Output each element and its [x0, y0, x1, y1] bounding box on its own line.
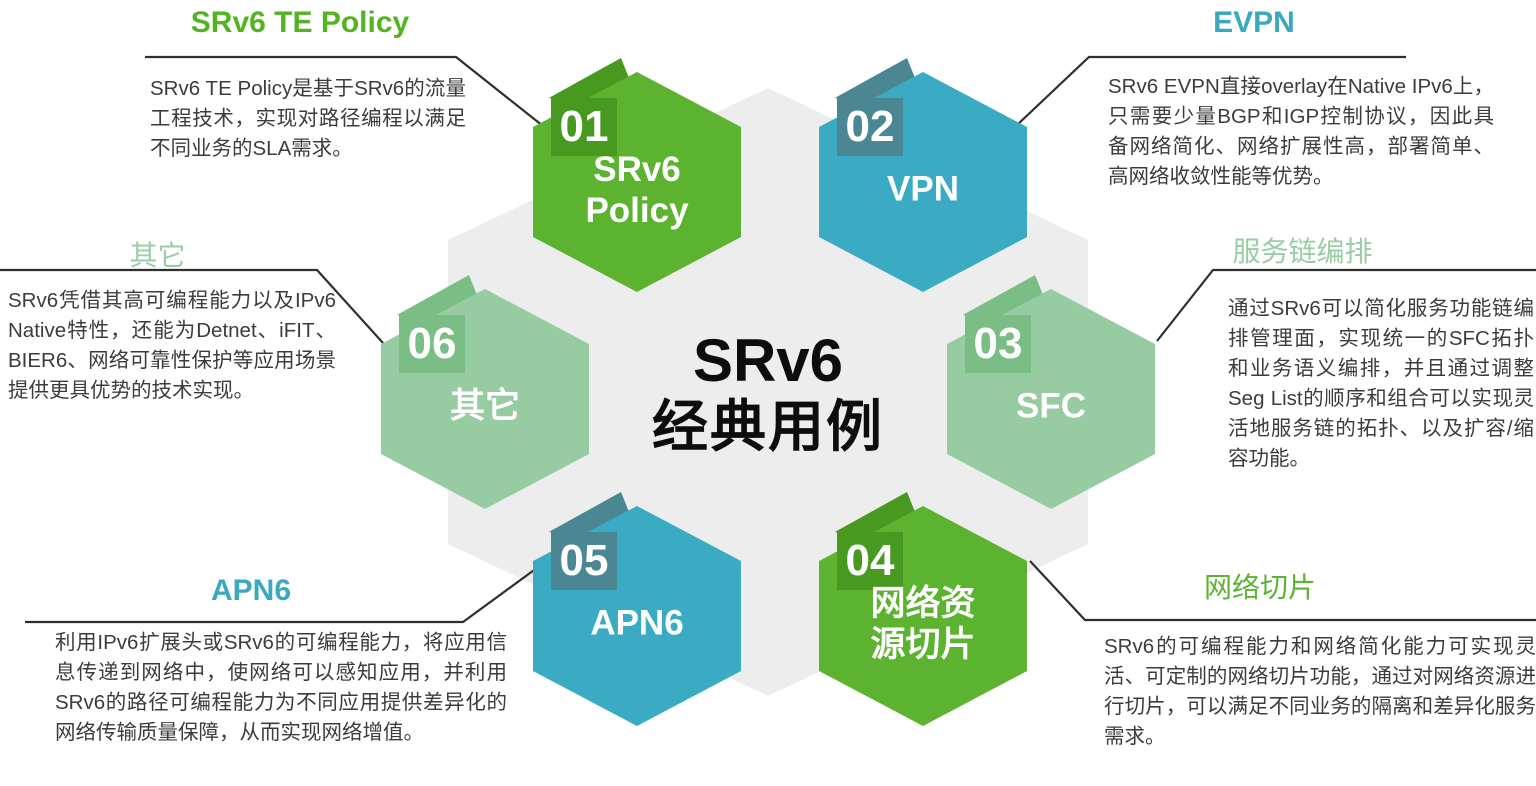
callout-title-srv6-te-policy: SRv6 TE Policy: [190, 6, 410, 39]
hexagon-label: 其它: [381, 385, 589, 426]
hexagon-label-line: 其它: [449, 385, 520, 425]
hexagon-apn6: 05 APN6: [533, 492, 741, 726]
connector-line-others: [0, 268, 384, 344]
hexagon-sfc: 03 SFC: [947, 275, 1155, 509]
hexagon-label-line: 源切片: [870, 625, 976, 665]
hexagon-label-line: Policy: [585, 191, 689, 231]
hexagon-label: VPN: [819, 168, 1027, 209]
number-badge: 05: [551, 532, 617, 590]
hexagon-label: SFC: [947, 385, 1155, 426]
hexagon-label: APN6: [533, 602, 741, 643]
connector-line-srv6-te-policy: [145, 55, 544, 127]
callout-title-network-slicing: 网络切片: [1203, 572, 1316, 603]
callout-title-others: 其它: [129, 240, 186, 271]
connector-line-apn6: [25, 564, 542, 624]
callout-description-evpn: SRv6 EVPN直接overlay在Native IPv6上，只需要少量BGP…: [1108, 75, 1494, 188]
connector-line-network-slicing: [1029, 560, 1536, 622]
number-badge: 02: [837, 98, 903, 156]
callout-description-srv6-te-policy: SRv6 TE Policy是基于SRv6的流量工程技术，实现对路径编程以满足不…: [150, 77, 466, 160]
hexagon-label-line: SRv6: [593, 149, 681, 189]
hexagon-label-line: APN6: [590, 602, 684, 642]
number-badge: 01: [551, 98, 617, 156]
number-badge: 03: [965, 315, 1031, 373]
callout-description-service-chain: 通过SRv6可以简化服务功能链编排管理面，实现统一的SFC拓扑和业务语义编排，并…: [1228, 297, 1534, 470]
hexagon-label: SRv6 Policy: [533, 149, 741, 232]
hexagon-label: 网络资 源切片: [819, 583, 1027, 666]
callout-title-service-chain: 服务链编排: [1232, 236, 1373, 267]
connector-line-evpn: [1015, 55, 1406, 127]
callout-title-evpn: EVPN: [1213, 6, 1295, 39]
callout-description-apn6: 利用IPv6扩展头或SRv6的可编程能力，将应用信息传递到网络中，使网络可以感知…: [55, 631, 507, 744]
hexagon-label-line: VPN: [887, 168, 959, 208]
hexagon-srv6-policy: 01 SRv6 Policy: [533, 58, 741, 292]
diagram-title: SRv6 经典用例: [468, 328, 1068, 460]
hexagon-network-resource-slicing: 04 网络资 源切片: [819, 492, 1027, 726]
hexagon-others: 06 其它: [381, 275, 589, 509]
callout-description-others: SRv6凭借其高可编程能力以及IPv6 Native特性，还能为Detnet、i…: [8, 289, 336, 402]
number-badge: 06: [399, 315, 465, 373]
hexagon-label-line: 网络资: [870, 583, 976, 623]
diagram-title-line2: 经典用例: [652, 395, 884, 458]
hexagon-label-line: SFC: [1016, 385, 1086, 425]
number-badge: 04: [837, 532, 903, 590]
callout-title-apn6: APN6: [210, 574, 292, 607]
diagram-title-line1: SRv6: [692, 327, 844, 394]
connector-line-service-chain: [1156, 268, 1536, 342]
hexagon-vpn: 02 VPN: [819, 58, 1027, 292]
callout-description-network-slicing: SRv6的可编程能力和网络简化能力可实现灵活、可定制的网络切片功能，通过对网络资…: [1104, 635, 1536, 748]
